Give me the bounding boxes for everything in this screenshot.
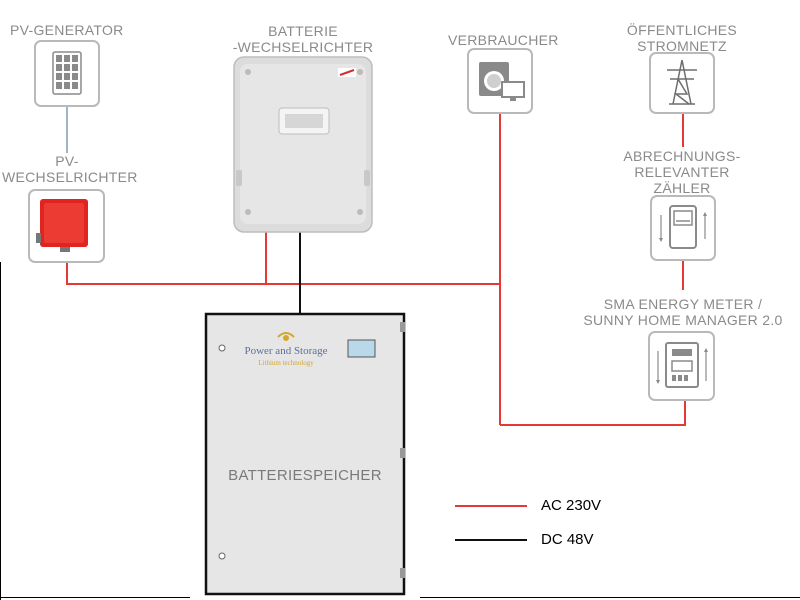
billing-meter-label: ABRECHNUNGS- RELEVANTER ZÄHLER xyxy=(612,148,752,196)
battery-inverter-label: BATTERIE -WECHSELRICHTER xyxy=(230,23,376,55)
public-grid-label-line2: STROMNETZ xyxy=(637,38,727,54)
lithium-technology-logo: Lithium technology xyxy=(258,359,314,367)
public-grid-box[interactable] xyxy=(649,52,715,114)
battery-inverter-label-line1: BATTERIE xyxy=(268,23,338,39)
pv-inverter-label-line1: PV- xyxy=(55,153,79,169)
energy-meter-label-line1: SMA ENERGY METER / xyxy=(603,296,763,312)
legend-ac-label: AC 230V xyxy=(541,497,602,514)
meter-icon xyxy=(659,205,707,249)
pv-generator-label: PV-GENERATOR xyxy=(10,22,124,38)
billing-meter-label-line3: ZÄHLER xyxy=(653,180,711,196)
pv-generator-box[interactable] xyxy=(34,40,100,107)
energy-meter-box[interactable] xyxy=(648,331,715,401)
pv-inverter-box[interactable] xyxy=(28,189,105,263)
consumer-label: VERBRAUCHER xyxy=(448,32,559,48)
billing-meter-box[interactable] xyxy=(650,195,716,261)
pv-inverter-label-line2: WECHSELRICHTER xyxy=(2,169,138,185)
energy-meter-label-line2: SUNNY HOME MANAGER 2.0 xyxy=(583,312,783,328)
battery-inverter-device xyxy=(233,56,373,233)
power-and-storage-logo: Power and Storage xyxy=(244,345,328,357)
ac-line-pv-inverter xyxy=(66,262,500,285)
energy-meter-label: SMA ENERGY METER / SUNNY HOME MANAGER 2.… xyxy=(580,296,786,328)
battery-storage-cabinet xyxy=(204,312,406,596)
public-grid-label: ÖFFENTLICHES STROMNETZ xyxy=(612,22,752,54)
ac-line-energy-meter xyxy=(500,400,686,426)
ac-wiring xyxy=(66,112,686,426)
public-grid-label-line1: ÖFFENTLICHES xyxy=(626,22,738,38)
legend-dc-label: DC 48V xyxy=(541,531,594,548)
energy-meter-icon xyxy=(656,342,708,388)
billing-meter-label-line2: RELEVANTER xyxy=(634,164,730,180)
inverter-icon xyxy=(36,199,88,252)
washing-machine-monitor-icon xyxy=(479,62,525,101)
power-pylon-icon xyxy=(667,59,697,105)
consumer-box[interactable] xyxy=(467,48,533,114)
battery-storage-label: BATTERIESPEICHER xyxy=(228,467,382,484)
battery-inverter-label-line2: -WECHSELRICHTER xyxy=(232,39,374,55)
billing-meter-label-line1: ABRECHNUNGS- xyxy=(623,148,741,164)
solar-panel-icon xyxy=(52,51,82,95)
pv-inverter-label: PV- WECHSELRICHTER xyxy=(2,153,138,185)
